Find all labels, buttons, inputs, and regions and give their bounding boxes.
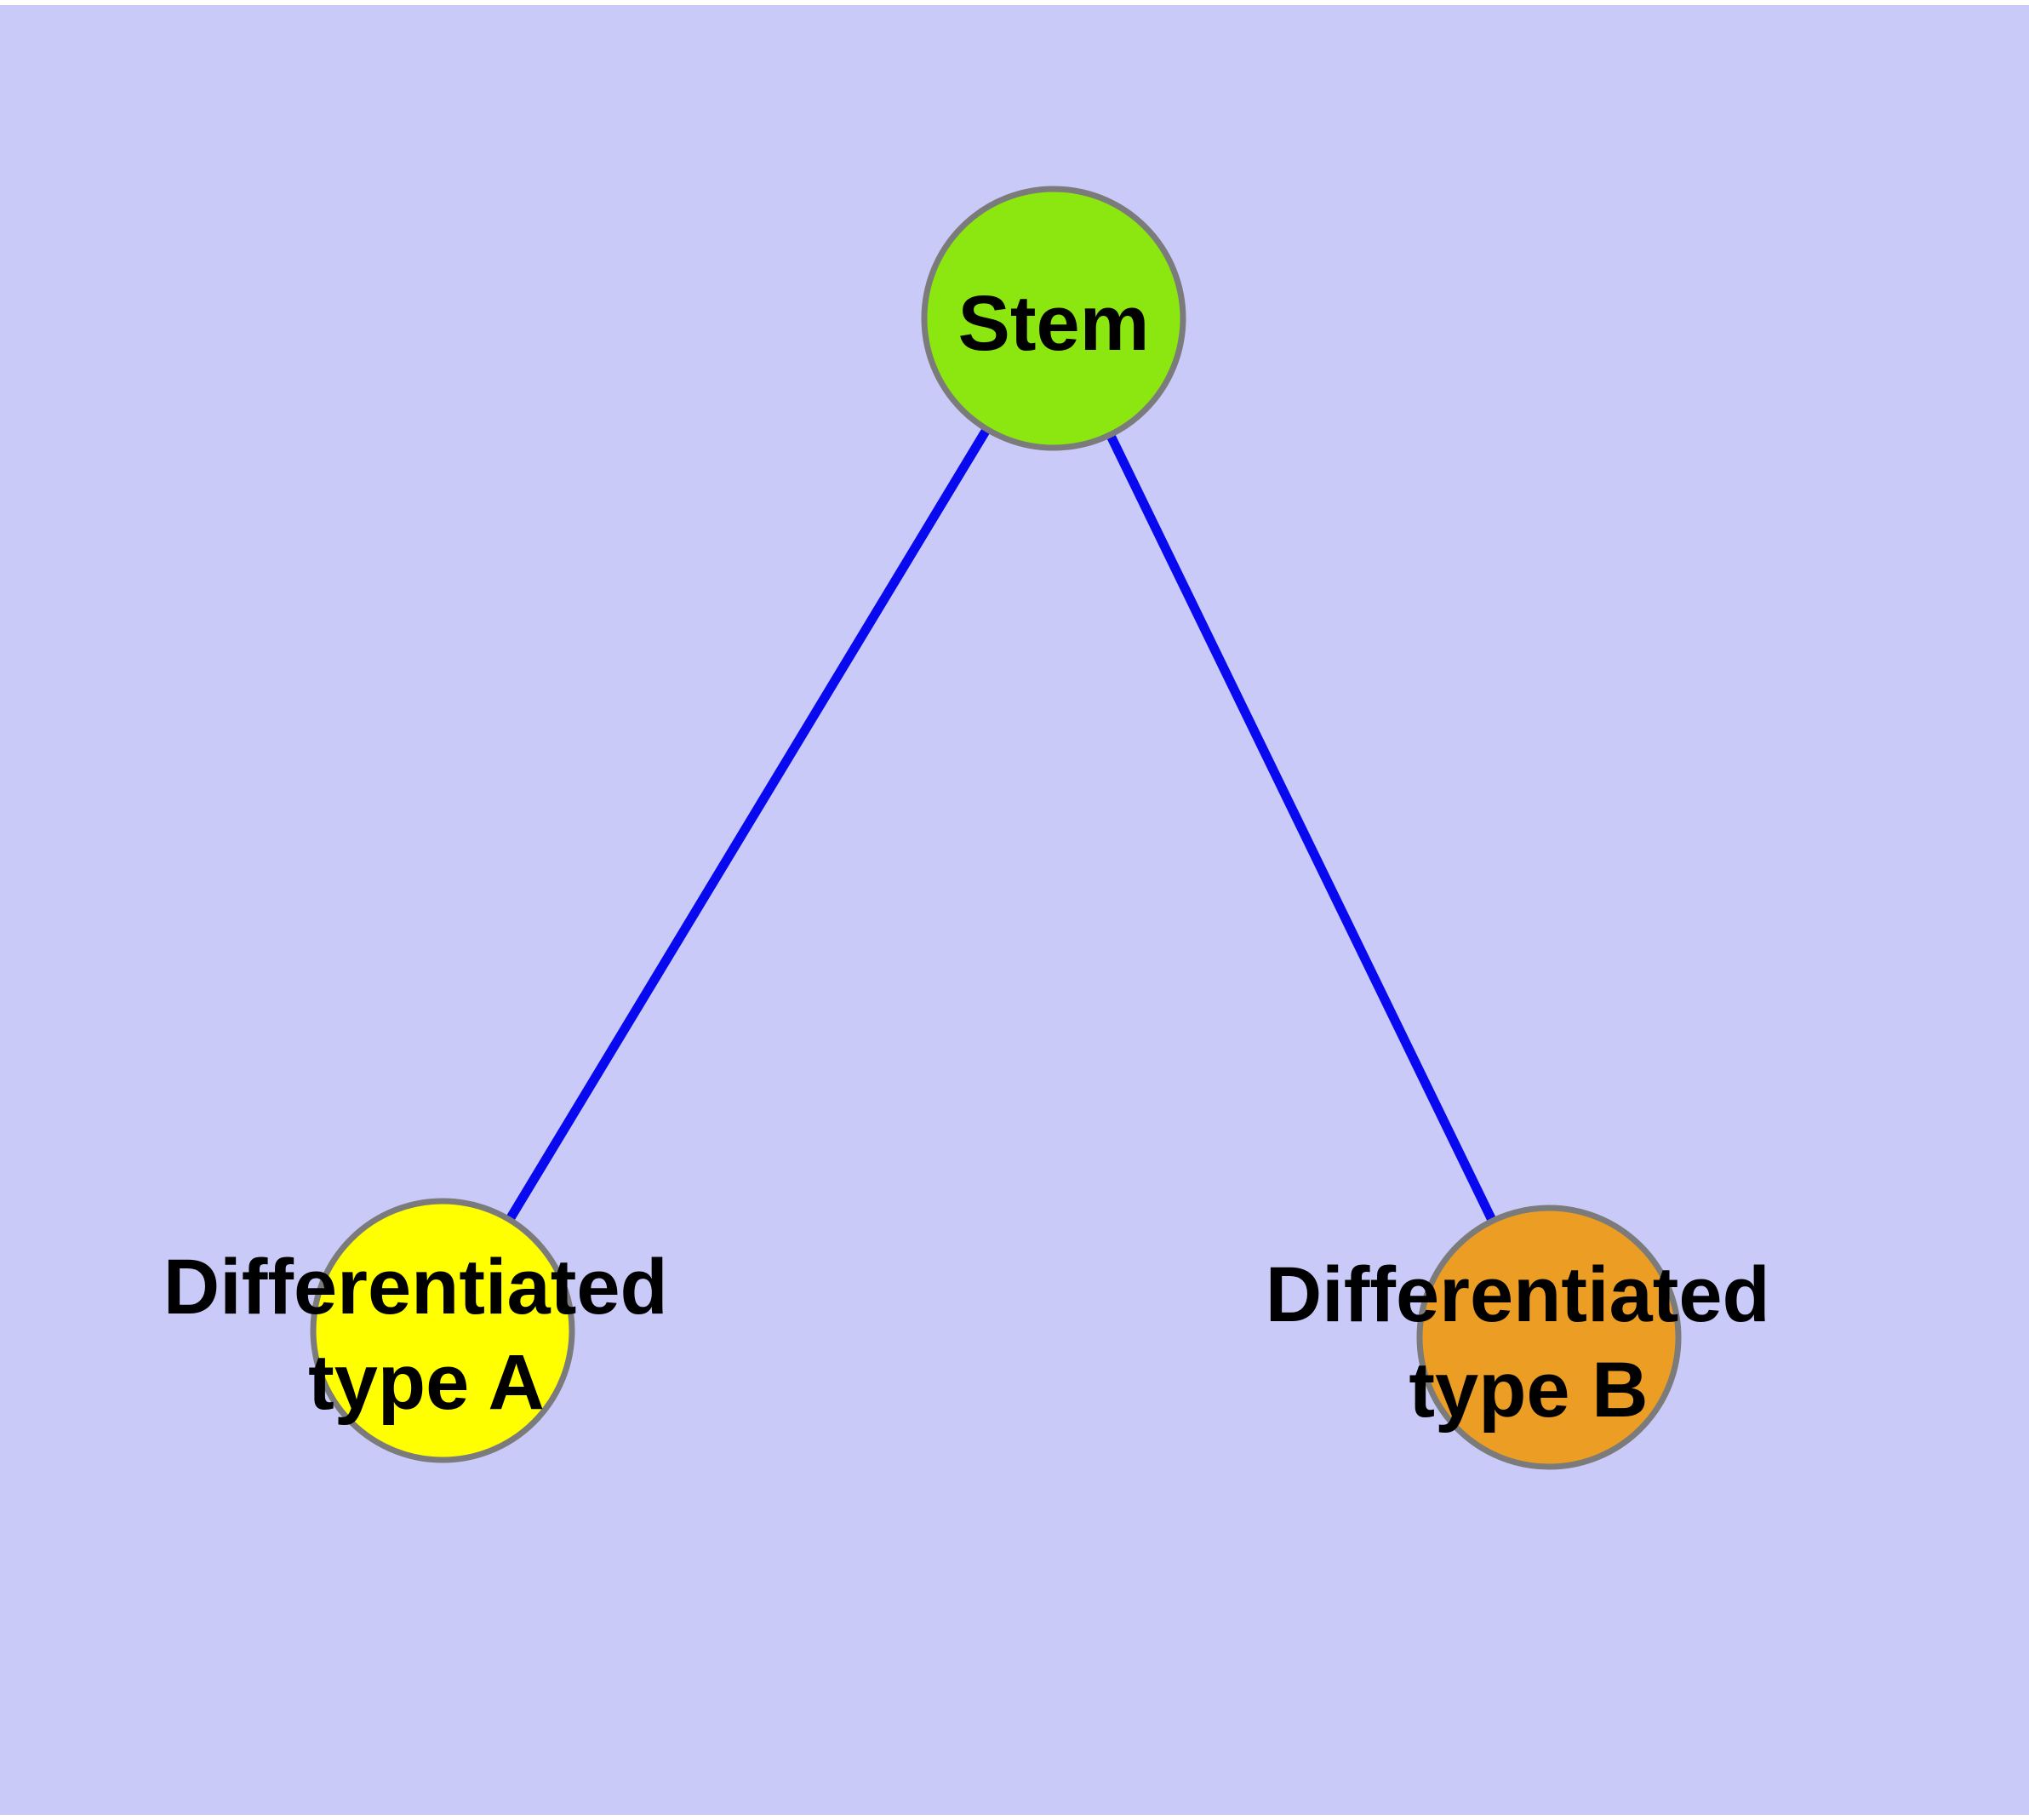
edge-stem-to-type-b	[1049, 316, 1553, 1340]
stem-node	[921, 186, 1186, 451]
type-b-label-line2: type B	[1409, 1347, 1648, 1434]
type-b-label-line1: Differentiated	[1266, 1251, 1770, 1338]
type-b-node-label: Differentiated type B	[1266, 1251, 1792, 1434]
type-a-label-line2: type A	[308, 1339, 545, 1426]
type-a-node	[310, 1198, 575, 1463]
type-a-node-label: Differentiated type A	[163, 1244, 690, 1426]
stem-node-label: Stem	[958, 280, 1150, 367]
type-b-node	[1416, 1205, 1682, 1470]
edge-stem-to-type-a	[438, 316, 1058, 1333]
type-a-label-line1: Differentiated	[163, 1244, 668, 1331]
